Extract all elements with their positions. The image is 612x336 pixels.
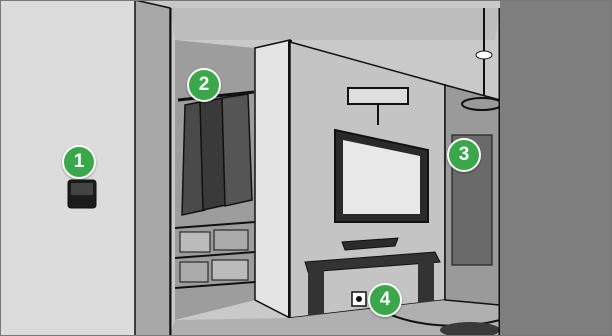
marker-4: 4 [368, 283, 402, 317]
garment [222, 94, 252, 206]
folded-items [180, 232, 210, 252]
marker-1-label: 1 [74, 151, 85, 173]
marker-3-label: 3 [459, 144, 470, 166]
wall-light-fixture [348, 88, 408, 104]
outlet-socket [356, 296, 362, 302]
marker-2: 2 [187, 68, 221, 102]
partition-column [255, 40, 290, 318]
left-door-jamb [135, 0, 170, 336]
folded-items [214, 230, 248, 250]
right-foreground-wall [500, 0, 612, 336]
marker-4-label: 4 [380, 289, 391, 311]
marker-2-label: 2 [199, 74, 210, 96]
folded-items [180, 262, 208, 282]
ceiling [170, 8, 500, 40]
pendant-shade [476, 51, 492, 59]
marker-1: 1 [62, 145, 96, 179]
folded-items [212, 260, 248, 280]
switch-rocker [71, 183, 93, 195]
marker-3: 3 [447, 138, 481, 172]
